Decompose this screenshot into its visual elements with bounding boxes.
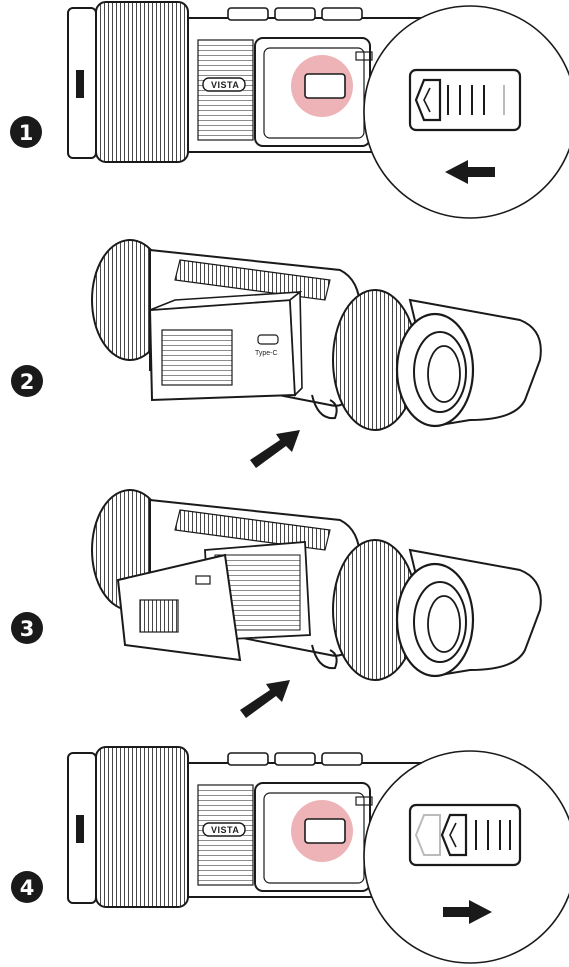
step-badge bbox=[11, 365, 43, 397]
brand-badge: VISTA bbox=[211, 825, 239, 835]
step-badge bbox=[11, 612, 43, 644]
brand-badge: VISTA bbox=[211, 80, 239, 90]
step-2: Type-C 2 bbox=[11, 238, 542, 468]
step-1: VISTA 1 bbox=[10, 1, 569, 219]
step-badge bbox=[11, 871, 43, 903]
step-3: 3 bbox=[11, 488, 542, 718]
step-number: 2 bbox=[20, 370, 35, 394]
arrow-up-right-icon bbox=[240, 680, 290, 718]
latch-detail-open bbox=[408, 803, 522, 867]
step-number: 3 bbox=[20, 617, 35, 641]
arrow-left-icon bbox=[445, 160, 495, 184]
arrow-right-icon bbox=[443, 900, 492, 924]
latch-detail-closed bbox=[408, 68, 522, 132]
port-label: Type-C bbox=[255, 350, 278, 357]
arrow-up-right-icon bbox=[250, 430, 300, 468]
step-number: 4 bbox=[20, 876, 35, 900]
step-4: VISTA 4 bbox=[11, 746, 569, 964]
step-badge bbox=[10, 116, 42, 148]
step-number: 1 bbox=[19, 121, 34, 145]
